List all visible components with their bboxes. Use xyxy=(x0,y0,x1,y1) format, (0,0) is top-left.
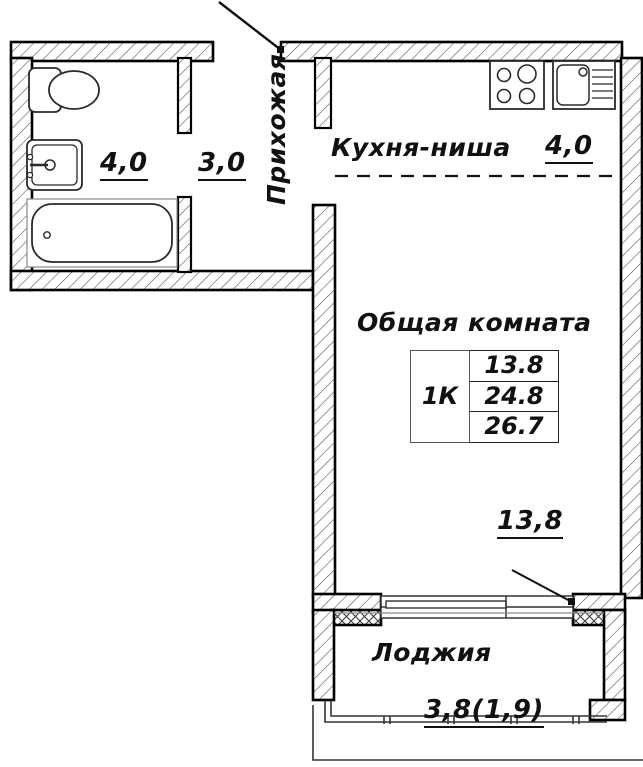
loggia-name-label: Лоджия xyxy=(372,638,492,667)
table-row: 24.8 xyxy=(411,380,559,413)
living-room-area-label: 13,8 xyxy=(497,508,564,539)
wall-loggia-stub-right xyxy=(588,698,627,722)
wall-loggia-pier-right xyxy=(602,608,627,702)
wall-central-vertical xyxy=(311,203,337,599)
table-row: 1К 13.8 xyxy=(410,350,559,443)
glazing-inner-rail xyxy=(324,700,607,723)
washbasin-tap-cold xyxy=(26,171,34,179)
glazing-inner-rail2 xyxy=(330,700,607,717)
area-summary-table: 1К 13.8 24.8 26.7 xyxy=(410,350,559,443)
hallway-name-label: Прихожая xyxy=(262,53,291,205)
wall-right-outer xyxy=(619,56,643,600)
kitchen-fixtures-group xyxy=(489,60,616,110)
cooktop-burner-4 xyxy=(518,87,536,105)
living-room-name-label: Общая комната xyxy=(357,308,592,337)
wall-bath-partition-upper xyxy=(176,56,193,135)
bathroom-fixtures-group xyxy=(26,67,178,268)
leader-entrance xyxy=(218,1,282,51)
total-area-cell: 26.7 xyxy=(469,411,559,443)
kitchen-area-label: 4,0 xyxy=(545,133,593,164)
wall-hall-partition-upper xyxy=(313,56,333,130)
kitchen-name-label: Кухня-ниша xyxy=(331,133,511,162)
sink-tap xyxy=(578,67,588,77)
leader-loggia-window xyxy=(511,569,573,603)
annotation-lines-group xyxy=(218,1,621,605)
bathtub-drain xyxy=(43,231,51,239)
wall-bath-partition-lower xyxy=(176,195,193,274)
table-row: 26.7 xyxy=(411,411,559,443)
washbasin-tap-hot xyxy=(26,153,34,161)
leader-loggia-dot xyxy=(568,598,575,605)
glazing-outer-rail xyxy=(312,705,643,761)
window-sash xyxy=(385,600,507,609)
leader-entrance-dot xyxy=(277,46,284,53)
bathtub-outline xyxy=(31,203,173,263)
loggia-area-label: 3,8(1,9) xyxy=(424,697,544,728)
usable-area-cell: 24.8 xyxy=(469,380,559,413)
bathroom-area-label: 4,0 xyxy=(100,150,148,181)
wall-top-right xyxy=(279,40,624,63)
cooktop-burner-3 xyxy=(496,88,512,104)
loggia-window-group xyxy=(380,595,574,619)
wall-bottom-left xyxy=(9,269,315,292)
cooktop-outline xyxy=(489,60,545,110)
toilet-bowl-ellipse xyxy=(48,70,100,110)
hallway-area-label: 3,0 xyxy=(198,150,246,181)
cooktop-burner-2 xyxy=(517,64,537,84)
sink-drainer-lines xyxy=(592,69,613,99)
wall-loggia-sep-left-insul xyxy=(329,608,383,627)
wall-loggia-pier-left xyxy=(311,608,336,702)
loggia-glazing-group xyxy=(312,700,643,761)
cooktop-burner-1 xyxy=(496,67,512,83)
apartment-type-cell: 1К xyxy=(410,350,470,443)
wall-top-left xyxy=(9,40,215,63)
living-area-cell: 13.8 xyxy=(469,350,559,382)
